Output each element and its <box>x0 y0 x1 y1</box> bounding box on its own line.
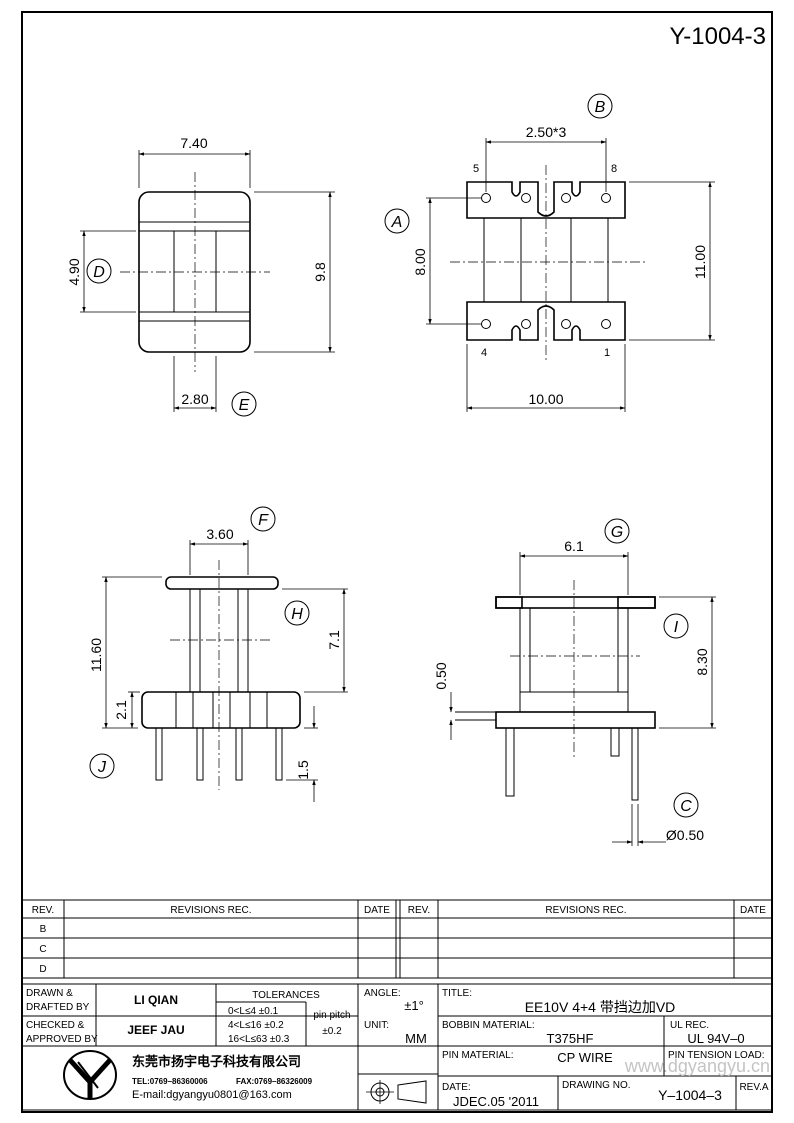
tag-j: J <box>97 759 107 776</box>
dim-offset-0-50: 0.50 <box>433 662 449 689</box>
title-block: DRAWN & DRAFTED BY LI QIAN CHECKED & APP… <box>21 983 773 1111</box>
company-fax: FAX:0769–86326009 <box>236 1077 313 1086</box>
angle-value: ±1° <box>404 998 424 1013</box>
dim-height-9-8: 9.8 <box>312 262 328 282</box>
unit-value: MM <box>405 1031 427 1046</box>
tag-i: I <box>674 619 679 636</box>
dim-width-6-1: 6.1 <box>564 538 584 554</box>
rev-header-2: REV. <box>408 905 430 916</box>
unit-label: UNIT: <box>364 1020 389 1031</box>
angle-label: ANGLE: <box>364 988 401 999</box>
dim-pin-dia: Ø0.50 <box>666 827 704 843</box>
dim-inner-8-00: 8.00 <box>412 248 428 275</box>
top-right-view: 2.50*3 B 5 8 4 1 8.00 A 11.00 10.00 <box>384 93 715 412</box>
rev-row-c: C <box>39 944 46 955</box>
rev-header-1: REV. <box>32 905 54 916</box>
tolerance-2: 4<L≤16 ±0.2 <box>228 1020 284 1031</box>
date-header-1: DATE <box>364 905 390 916</box>
bobbin-material-label: BOBBIN MATERIAL: <box>442 1020 535 1031</box>
title-label: TITLE: <box>442 988 472 999</box>
dim-pitch: 2.50*3 <box>526 124 567 140</box>
pin-label-1: 1 <box>604 347 610 359</box>
tag-h: H <box>291 606 303 623</box>
rev-row-b: B <box>40 924 47 935</box>
company-tel: TEL:0769–86360006 <box>132 1077 208 1086</box>
projection-symbol-icon <box>366 1080 427 1104</box>
tag-a: A <box>391 214 403 231</box>
drawing-no-value: Y–1004–3 <box>658 1087 722 1103</box>
tag-b: B <box>595 99 606 116</box>
pin-label-8: 8 <box>611 163 617 175</box>
drawn-label-1: DRAWN & <box>26 988 73 999</box>
revisions-header-2: REVISIONS REC. <box>545 905 626 916</box>
pin-tension-label: PIN TENSION LOAD: <box>668 1050 765 1061</box>
tag-f: F <box>258 512 269 529</box>
tag-e: E <box>239 397 250 414</box>
tolerances-label: TOLERANCES <box>252 990 320 1001</box>
sheet-border <box>21 11 773 1113</box>
checked-label-1: CHECKED & <box>26 1020 85 1031</box>
revisions-table: REV. REVISIONS REC. DATE REV. REVISIONS … <box>21 899 773 979</box>
rev-a-label: REV.A <box>739 1082 768 1093</box>
revisions-header-1: REVISIONS REC. <box>170 905 251 916</box>
pin-label-5: 5 <box>473 163 479 175</box>
company-logo-icon <box>63 1050 117 1100</box>
tag-c: C <box>680 798 692 815</box>
pin-material-value: CP WIRE <box>557 1050 613 1065</box>
date-label: DATE: <box>442 1082 471 1093</box>
dim-winding-7-1: 7.1 <box>326 630 342 650</box>
tag-d: D <box>93 264 105 281</box>
company-email: E-mail:dgyangyu0801@163.com <box>132 1089 292 1101</box>
dim-height-8-30: 8.30 <box>694 648 710 675</box>
dim-width-10-00: 10.00 <box>528 391 563 407</box>
date-header-2: DATE <box>740 905 766 916</box>
dim-core-2-80: 2.80 <box>181 391 208 407</box>
checked-label-2: APPROVED BY <box>26 1034 98 1045</box>
dim-pin-1-5: 1.5 <box>295 760 311 780</box>
dim-base-2-1: 2.1 <box>113 700 129 720</box>
title-value: EE10V 4+4 带挡边加VD <box>525 999 676 1015</box>
bottom-right-view: 6.1 G I 8.30 0.50 Ø0.50 C <box>433 518 716 846</box>
pin-material-label: PIN MATERIAL: <box>442 1050 514 1061</box>
dim-outer-11-00: 11.00 <box>692 245 708 279</box>
dim-flange-3-60: 3.60 <box>206 526 233 542</box>
drawing-no-label: DRAWING NO. <box>562 1080 631 1091</box>
bottom-left-view: 3.60 F H 7.1 11.60 2.1 J 1.5 <box>88 506 348 802</box>
rev-row-d: D <box>39 964 46 975</box>
watermark: www.dgyangyu.cn <box>624 1056 770 1076</box>
drawing-number-top: Y-1004-3 <box>669 23 766 50</box>
checked-by: JEEF JAU <box>127 1023 184 1037</box>
drawn-label-2: DRAFTED BY <box>26 1002 90 1013</box>
pin-pitch-tolerance: ±0.2 <box>322 1026 342 1037</box>
dim-width-7-40: 7.40 <box>180 135 207 151</box>
drawn-by: LI QIAN <box>134 993 178 1007</box>
dim-height-11-60: 11.60 <box>88 638 104 672</box>
tag-g: G <box>611 524 623 541</box>
date-value: JDEC.05 '2011 <box>453 1094 539 1109</box>
pin-label-4: 4 <box>481 347 487 359</box>
tolerance-3: 16<L≤63 ±0.3 <box>228 1034 290 1045</box>
ul-rec-label: UL REC. <box>670 1020 709 1031</box>
tolerance-1: 0<L≤4 ±0.1 <box>228 1006 279 1017</box>
dim-window-4-90: 4.90 <box>66 258 82 285</box>
pin-pitch-label: pin pitch <box>313 1010 350 1021</box>
bobbin-material-value: T375HF <box>547 1031 594 1046</box>
top-left-view: 7.40 9.8 4.90 D 2.80 E <box>66 135 335 417</box>
ul-rec-value: UL 94V–0 <box>687 1031 744 1046</box>
company-name: 东莞市扬宇电子科技有限公司 <box>132 1054 301 1069</box>
